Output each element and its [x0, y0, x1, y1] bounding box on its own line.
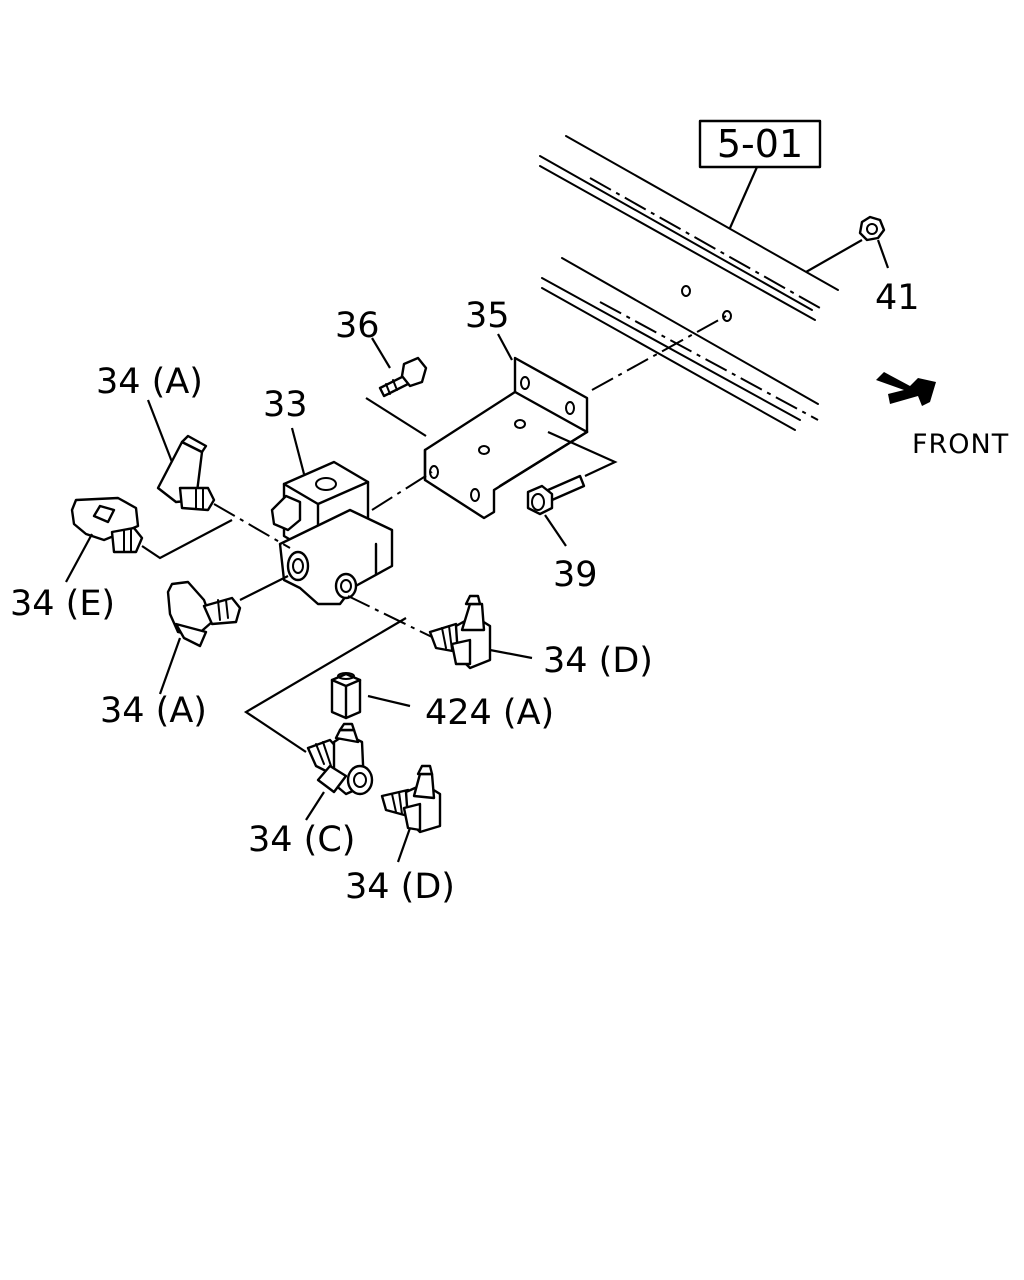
label-34a-top: 34 (A) [96, 362, 203, 402]
part-34a-bottom-fitting: 34 (A) [100, 575, 289, 731]
reference-box: 5-01 [698, 119, 822, 229]
part-39-bolt: 39 [526, 430, 618, 595]
label-36: 36 [335, 306, 380, 346]
part-35-bracket: 35 [423, 296, 589, 520]
front-arrow: FRONT [876, 372, 1009, 460]
label-41: 41 [875, 278, 920, 318]
part-34e-fitting: 34 (E) [10, 496, 233, 624]
label-35: 35 [465, 296, 510, 336]
label-424a: 424 (A) [425, 693, 554, 733]
part-34a-top-fitting: 34 (A) [96, 362, 291, 549]
label-34e: 34 (E) [10, 584, 115, 624]
part-424a-spacer: 424 (A) [330, 672, 554, 733]
label-33: 33 [263, 385, 308, 425]
reference-label: 5-01 [717, 122, 803, 166]
part-34d-right-fitting: 34 (D) [428, 594, 653, 681]
label-39: 39 [553, 555, 598, 595]
part-33-valve: 33 [263, 385, 394, 606]
label-34d-right: 34 (D) [543, 641, 653, 681]
frame-rail [539, 135, 839, 431]
part-36-bolt: 36 [335, 306, 428, 437]
label-34c: 34 (C) [248, 820, 355, 860]
front-label: FRONT [912, 429, 1009, 460]
part-34d-bottom-fitting: 34 (D) [345, 764, 455, 907]
part-34c-fitting: 34 (C) [248, 722, 374, 860]
front-arrow-icon [876, 372, 936, 406]
part-41-nut: 41 [805, 215, 920, 318]
label-34a-bottom: 34 (A) [100, 691, 207, 731]
label-34d-bottom: 34 (D) [345, 867, 455, 907]
